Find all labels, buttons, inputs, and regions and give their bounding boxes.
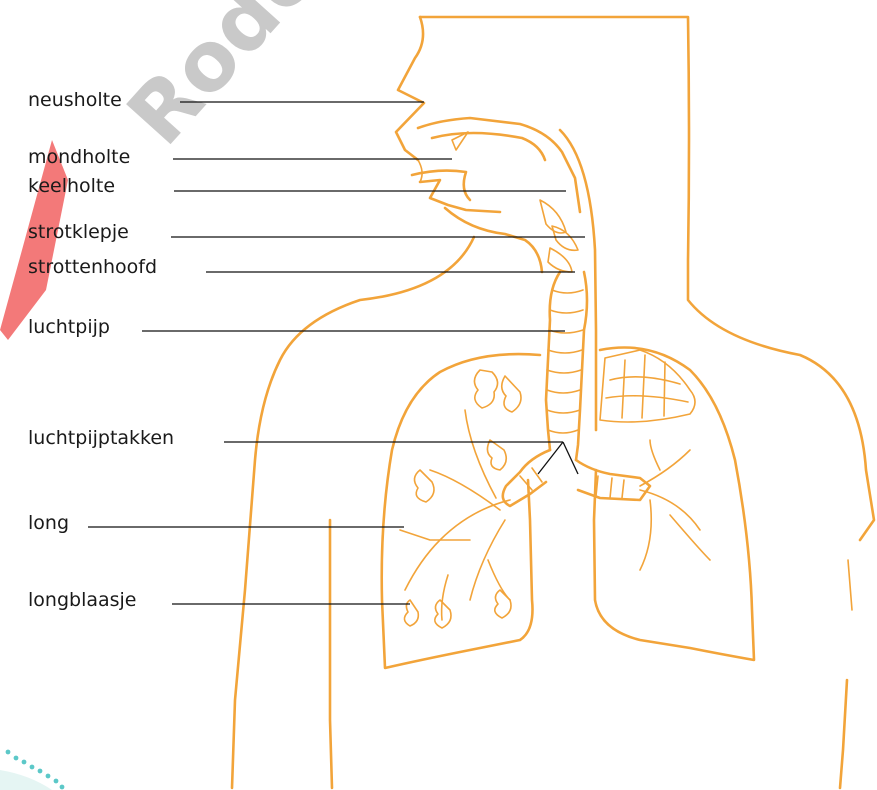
label-keelholte: keelholte (28, 175, 115, 197)
watermark: Rode (0, 0, 337, 790)
label-longblaasje: longblaasje (28, 589, 137, 611)
watermark-text: Rode (110, 0, 337, 163)
label-luchtpijptakken: luchtpijptakken (28, 427, 174, 449)
watermark-teal-blob (0, 770, 52, 790)
body-outline (232, 17, 874, 788)
label-strotklepje: strotklepje (28, 221, 129, 243)
head-cavities (412, 118, 596, 430)
label-long: long (28, 512, 69, 534)
label-mondholte: mondholte (28, 146, 130, 168)
labels: neusholte mondholte keelholte strotklepj… (28, 89, 174, 611)
label-luchtpijp: luchtpijp (28, 316, 110, 338)
label-strottenhoofd: strottenhoofd (28, 256, 157, 278)
left-lung (382, 354, 540, 668)
label-neusholte: neusholte (28, 89, 122, 111)
right-lung (594, 348, 754, 661)
